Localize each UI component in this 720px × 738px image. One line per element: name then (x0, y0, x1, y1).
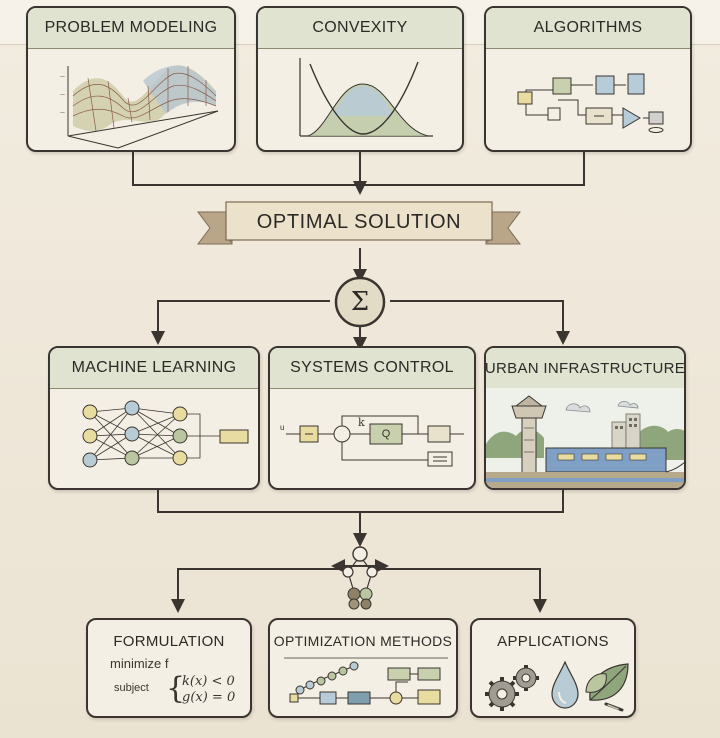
surface-plot-icon: — — — (60, 65, 219, 149)
optimization-path-icon (284, 657, 448, 705)
problem-modeling-title: PROBLEM MODELING (28, 8, 234, 49)
systems-control-box: SYSTEMS CONTROL Q k u (268, 346, 476, 490)
optimal-solution-banner-ribbon (197, 201, 521, 245)
control-signal-k-label: k (358, 416, 365, 429)
svg-text:—: — (60, 92, 65, 98)
water-drop-icon (551, 660, 579, 709)
constraint-brace: { (166, 671, 186, 706)
control-block-q-label: Q (381, 428, 391, 440)
control-loop-icon (286, 415, 464, 467)
algorithm-flow-icon (517, 73, 664, 133)
urban-infrastructure-title: URBAN INFRASTRUCTURE (486, 348, 684, 389)
convexity-box: CONVEXITY (256, 6, 464, 152)
leaf-icon (585, 663, 629, 712)
systems-control-title: SYSTEMS CONTROL (270, 348, 474, 389)
constraint-2-text: g(x) = 0 (182, 690, 236, 705)
formulation-title: FORMULATION (113, 632, 225, 650)
machine-learning-title: MACHINE LEARNING (50, 348, 258, 389)
svg-text:—: — (60, 110, 65, 116)
objective-text: minimize f (110, 656, 169, 671)
gears-icon (485, 665, 539, 711)
svg-text:—: — (60, 74, 65, 80)
applications-title: APPLICATIONS (497, 632, 609, 650)
optimization-methods-box: OPTIMIZATION METHODS (268, 618, 458, 718)
algorithms-box: ALGORITHMS (484, 6, 692, 152)
machine-learning-box: MACHINE LEARNING (48, 346, 260, 490)
convexity-title: CONVEXITY (258, 8, 462, 49)
optimization-methods-title: OPTIMIZATION METHODS (273, 633, 453, 649)
subject-text: subject (114, 682, 149, 694)
constraint-1-text: k(x) < 0 (182, 674, 235, 689)
water-tower-city-icon (486, 388, 684, 488)
sigma-hub-circle (334, 276, 386, 328)
convex-curve-icon (299, 58, 433, 137)
control-signal-u-label: u (280, 423, 285, 432)
urban-infrastructure-box: URBAN INFRASTRUCTURE (484, 346, 686, 490)
problem-modeling-box: PROBLEM MODELING (26, 6, 236, 152)
optimal-solution-label: OPTIMAL SOLUTION (256, 210, 462, 233)
sigma-symbol: Σ (350, 287, 370, 317)
applications-box: APPLICATIONS (470, 618, 636, 718)
neural-network-icon (82, 400, 249, 468)
algorithms-title: ALGORITHMS (486, 8, 690, 49)
formulation-box: FORMULATION minimize f subject { k(x) < … (86, 618, 252, 718)
small-network-node-icon (342, 546, 378, 610)
